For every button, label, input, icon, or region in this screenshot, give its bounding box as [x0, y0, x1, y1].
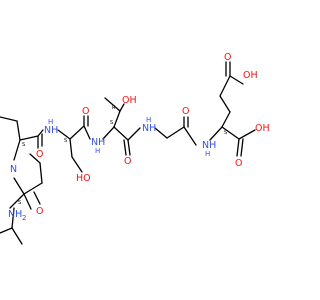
bond: [119, 103, 125, 112]
stereo-descriptor: S: [64, 138, 67, 144]
atom-label-oxygen: O: [182, 106, 189, 117]
bond: [71, 156, 83, 173]
bond: [0, 227, 13, 234]
bond: [102, 126, 115, 140]
bond: [113, 126, 129, 141]
atom-label-subscript: 2: [22, 214, 26, 222]
bond: [23, 182, 43, 195]
atom-label-hydrogen: H: [95, 147, 100, 155]
stereo-descriptor: S: [224, 130, 227, 136]
atom-label-oxygen: O: [224, 52, 231, 63]
bond: [83, 125, 91, 140]
bond: [113, 110, 121, 128]
atom-label-oxygen: O: [36, 206, 43, 217]
atom-label-hydrogen: H: [205, 150, 210, 158]
stereo-labels: S S R S S S: [18, 105, 227, 206]
bond: [0, 116, 21, 141]
bond: [236, 138, 240, 157]
bond: [69, 138, 73, 158]
bond: [123, 139, 127, 156]
bond: [39, 162, 43, 184]
atom-label-hydrogen: H: [48, 118, 53, 126]
bond: [37, 129, 44, 137]
atom-label-nitrogen: N: [10, 164, 17, 175]
atom-label-nitrogen: NH: [44, 125, 58, 136]
bond: [69, 125, 85, 140]
atom-label-oxygen: O: [124, 156, 131, 167]
bond: [209, 126, 223, 141]
atom-label-oxygen: OH: [243, 70, 258, 81]
stereo-descriptor: S: [18, 200, 21, 206]
bond: [9, 193, 25, 209]
bond: [23, 193, 32, 210]
bond: [127, 139, 131, 156]
atom-label-oxygen: O: [36, 149, 43, 160]
bond: [240, 138, 244, 157]
bond: [154, 127, 168, 139]
stereo-descriptor: S: [110, 120, 113, 126]
bond: [13, 177, 25, 195]
atom-labels: OH O OH O NH H O NH H OH O NH H O NH H H…: [8, 52, 270, 222]
atom-label-nitrogen: NH: [202, 140, 216, 151]
atom-label-oxygen: OH: [255, 123, 270, 134]
structure-svg: OH O OH O NH H O NH H OH O NH H O NH H H…: [0, 52, 270, 245]
molecule-diagram: OH O OH O NH H O NH H OH O NH H O NH H H…: [0, 52, 270, 245]
bond: [221, 111, 231, 128]
bond: [29, 153, 41, 164]
atom-label-nitrogen: NH: [91, 137, 105, 148]
bond: [57, 129, 71, 140]
bond: [11, 227, 23, 245]
bond: [11, 207, 15, 229]
bond: [238, 129, 256, 140]
atom-label-oxygen: OH: [122, 95, 137, 106]
bond: [104, 97, 121, 112]
bond: [229, 75, 244, 85]
stereo-descriptor: S: [22, 142, 25, 148]
bond: [19, 135, 39, 141]
bond: [219, 95, 231, 113]
bond: [166, 126, 185, 139]
bond: [33, 191, 41, 205]
atom-label-nitrogen: NH: [142, 123, 156, 134]
atom-label-oxygen: O: [235, 158, 242, 169]
bond: [13, 139, 21, 161]
bond: [127, 127, 141, 141]
bonds: [0, 61, 256, 245]
atom-label-nitrogen: NH: [8, 209, 22, 220]
bond: [221, 126, 240, 140]
atom-label-oxygen: O: [82, 106, 89, 117]
stereo-descriptor: R: [112, 105, 116, 111]
atom-label-hydrogen: H: [146, 116, 151, 124]
bond: [183, 126, 197, 146]
bond: [219, 75, 231, 97]
atom-label-oxygen: HO: [76, 173, 91, 184]
